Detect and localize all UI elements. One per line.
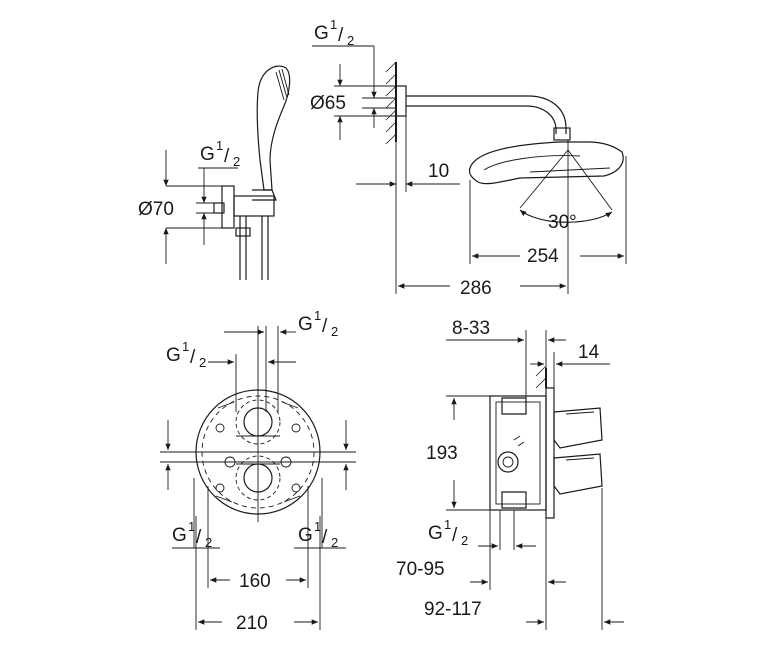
- dim-d210: 210: [236, 613, 268, 634]
- dim-d92-117: 92-117: [424, 599, 482, 620]
- dim-d14: 14: [578, 342, 600, 363]
- svg-text:2: 2: [199, 355, 206, 370]
- svg-text:2: 2: [331, 535, 338, 550]
- svg-text:/: /: [322, 527, 328, 548]
- label-g-half-front-top: G 1 / 2: [298, 308, 338, 339]
- head-shower-view: [312, 45, 627, 294]
- svg-text:1: 1: [330, 17, 337, 32]
- svg-text:G: G: [172, 525, 187, 546]
- svg-text:1: 1: [444, 517, 451, 532]
- dim-d8-33: 8-33: [452, 318, 490, 339]
- label-g-half-head: G 1 / 2: [314, 17, 354, 48]
- svg-text:2: 2: [331, 324, 338, 339]
- svg-text:2: 2: [205, 535, 212, 550]
- svg-text:1: 1: [182, 339, 189, 354]
- label-g-half-side: G 1 / 2: [428, 517, 468, 548]
- svg-text:G: G: [314, 23, 329, 44]
- label-g-half-front-br: G 1 / 2: [298, 519, 338, 550]
- dim-d193: 193: [426, 443, 458, 464]
- hand-shower-view: [163, 65, 291, 280]
- thermostat-side-view: [446, 330, 624, 630]
- svg-text:G: G: [298, 525, 313, 546]
- svg-text:/: /: [452, 525, 458, 546]
- label-g-half-front-bl: G 1 / 2: [172, 519, 212, 550]
- dim-d10: 10: [428, 161, 449, 182]
- svg-text:/: /: [196, 527, 202, 548]
- dim-d70-95: 70-95: [396, 559, 445, 580]
- svg-text:2: 2: [461, 533, 468, 548]
- svg-text:G: G: [166, 345, 181, 366]
- label-g-half-front-left: G 1 / 2: [166, 339, 206, 370]
- dim-d254: 254: [527, 246, 559, 267]
- dim-d70: Ø70: [138, 199, 174, 220]
- svg-text:/: /: [338, 25, 344, 46]
- dim-d286: 286: [460, 278, 492, 299]
- dim-d65: Ø65: [310, 93, 346, 114]
- svg-text:1: 1: [188, 519, 195, 534]
- svg-text:1: 1: [216, 138, 223, 153]
- svg-text:2: 2: [347, 33, 354, 48]
- dim-d160: 160: [239, 571, 271, 592]
- svg-text:1: 1: [314, 519, 321, 534]
- svg-text:/: /: [190, 347, 196, 368]
- svg-text:G: G: [428, 523, 443, 544]
- svg-text:/: /: [224, 146, 230, 167]
- thermostat-front-view: [160, 326, 356, 630]
- svg-text:G: G: [200, 144, 215, 165]
- label-g-half-hand: G 1 / 2: [200, 138, 240, 169]
- svg-text:/: /: [322, 316, 328, 337]
- dim-angle: 30°: [548, 212, 577, 233]
- svg-text:2: 2: [233, 154, 240, 169]
- svg-text:1: 1: [314, 308, 321, 323]
- svg-text:G: G: [298, 314, 313, 335]
